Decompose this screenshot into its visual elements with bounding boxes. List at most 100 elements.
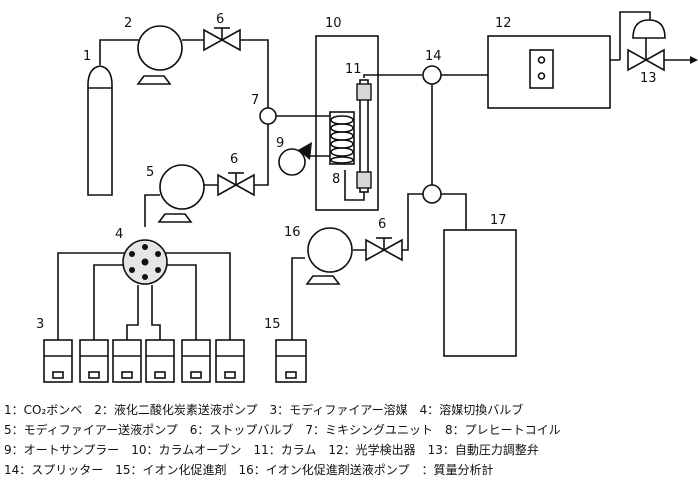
line-reservoir-a: [57, 252, 127, 340]
back-pressure-regulator: [627, 19, 698, 72]
pump-5-head: [159, 164, 205, 210]
solvent-bottle: [43, 339, 73, 383]
line-reservoir-f: [164, 252, 231, 340]
label-6-lower: 6: [378, 217, 386, 232]
column: [356, 79, 372, 193]
label-3: 3: [36, 317, 44, 332]
legend-line-4: 14：スプリッター 15：イオン化促進剤 16：イオン化促進剤送液ポンプ ：質量…: [4, 462, 493, 477]
splitter-upper: [422, 65, 442, 85]
valve-port: [142, 274, 148, 280]
bottle-filter: [190, 371, 202, 379]
line-coil-to-column: [344, 170, 365, 201]
mixing-unit: [259, 107, 277, 125]
valve-triangle-left: [203, 28, 224, 52]
line-reservoir-c: [126, 285, 139, 340]
legend-line-1: 1：CO₂ボンベ 2：液化二酸化炭素送液ポンプ 3：モディファイアー溶媒 4：溶…: [4, 402, 523, 417]
label-8: 8: [332, 172, 340, 187]
outlet-arrow-icon: [690, 56, 698, 64]
pump-16: [305, 227, 353, 285]
label-10: 10: [325, 16, 342, 31]
legend-line-3: 9：オートサンプラー 10：カラムオーブン 11：カラム 12：光学検出器 13…: [4, 442, 539, 457]
pump-16-base: [305, 275, 341, 285]
label-6-upper: 6: [216, 12, 224, 27]
pump-2-head: [137, 25, 183, 71]
solvent-bottle: [181, 339, 211, 383]
column-oven: [315, 35, 379, 211]
coil-loop: [330, 147, 354, 157]
valve-triangle-left: [217, 173, 238, 197]
detector-port: [537, 72, 546, 80]
column-end-fitting-top: [356, 83, 372, 101]
line-reservoir-d: [151, 285, 161, 340]
preheat-coil: [329, 111, 355, 165]
valve-port-center: [141, 258, 149, 266]
column-tube: [359, 79, 369, 193]
pump-5: [157, 164, 205, 223]
stop-valve-upper: [203, 27, 241, 52]
detector-cell: [529, 49, 554, 89]
label-13: 13: [640, 71, 657, 86]
label-15: 15: [264, 317, 281, 332]
line-cylinder-to-pump2: [99, 39, 145, 65]
line-reservoir-e: [161, 264, 197, 340]
pump-16-head: [307, 227, 353, 273]
line-reservoir15-to-pump16: [291, 257, 305, 340]
bottle-filter: [224, 371, 236, 379]
modifier-solvent-reservoirs: [43, 339, 245, 383]
ionization-promoter-reservoir: [275, 339, 307, 383]
label-11: 11: [345, 62, 362, 77]
autosampler-body: [278, 148, 306, 176]
line-regulator-feedback: [619, 11, 651, 60]
label-16: 16: [284, 225, 301, 240]
label-17: 17: [490, 213, 507, 228]
coil-loop: [330, 156, 354, 164]
label-12: 12: [495, 16, 512, 31]
valve-triangle-left: [365, 238, 386, 262]
valve-triangle-right: [220, 28, 241, 52]
label-2: 2: [124, 16, 132, 31]
valve-port: [129, 251, 135, 257]
mass-spectrometer: [443, 229, 517, 357]
line-splitter-to-ms: [441, 193, 467, 230]
regulator-actuator-dome: [632, 19, 666, 39]
regulator-triangle-left: [627, 48, 648, 72]
bottle-filter: [88, 371, 100, 379]
label-1: 1: [83, 49, 91, 64]
valve-port: [155, 267, 161, 273]
solvent-switching-valve: [122, 239, 168, 285]
line-pump16-to-splitter: [353, 193, 423, 251]
column-end-fitting-bottom: [356, 171, 372, 189]
label-9: 9: [276, 136, 284, 151]
legend-line-2: 5：モディファイアー送液ポンプ 6：ストップバルブ 7：ミキシングユニット 8：…: [4, 422, 561, 437]
solvent-bottle: [79, 339, 109, 383]
detector-port: [537, 56, 546, 64]
valve-triangle-right: [234, 173, 255, 197]
cylinder-body: [87, 65, 113, 196]
bottle-body: [215, 339, 245, 383]
valve-triangle-right: [382, 238, 403, 262]
bottle-filter: [154, 371, 166, 379]
regulator-triangle-right: [644, 48, 665, 72]
pump-2-base: [136, 75, 172, 85]
stop-valve-middle: [217, 172, 255, 197]
co2-cylinder: [87, 65, 113, 196]
bottle-filter: [52, 371, 64, 379]
label-14: 14: [425, 49, 442, 64]
solvent-bottle: [112, 339, 142, 383]
valve-port: [129, 267, 135, 273]
line-reservoir-b: [93, 264, 130, 340]
valve-port: [142, 244, 148, 250]
autosampler: [278, 142, 312, 176]
label-5: 5: [146, 165, 154, 180]
component-number-labels: 1 2 6 10 11 14 12 13 7 9 8 5 6 4 3 16 6 …: [36, 12, 657, 332]
valve-port: [155, 251, 161, 257]
optical-detector: [487, 35, 611, 109]
stop-valve-lower: [365, 237, 403, 262]
label-7: 7: [251, 93, 259, 108]
pump-2: [136, 25, 183, 85]
line-valve4-to-pump5: [144, 194, 160, 227]
splitter-lower: [422, 184, 442, 204]
solvent-bottle: [215, 339, 245, 383]
